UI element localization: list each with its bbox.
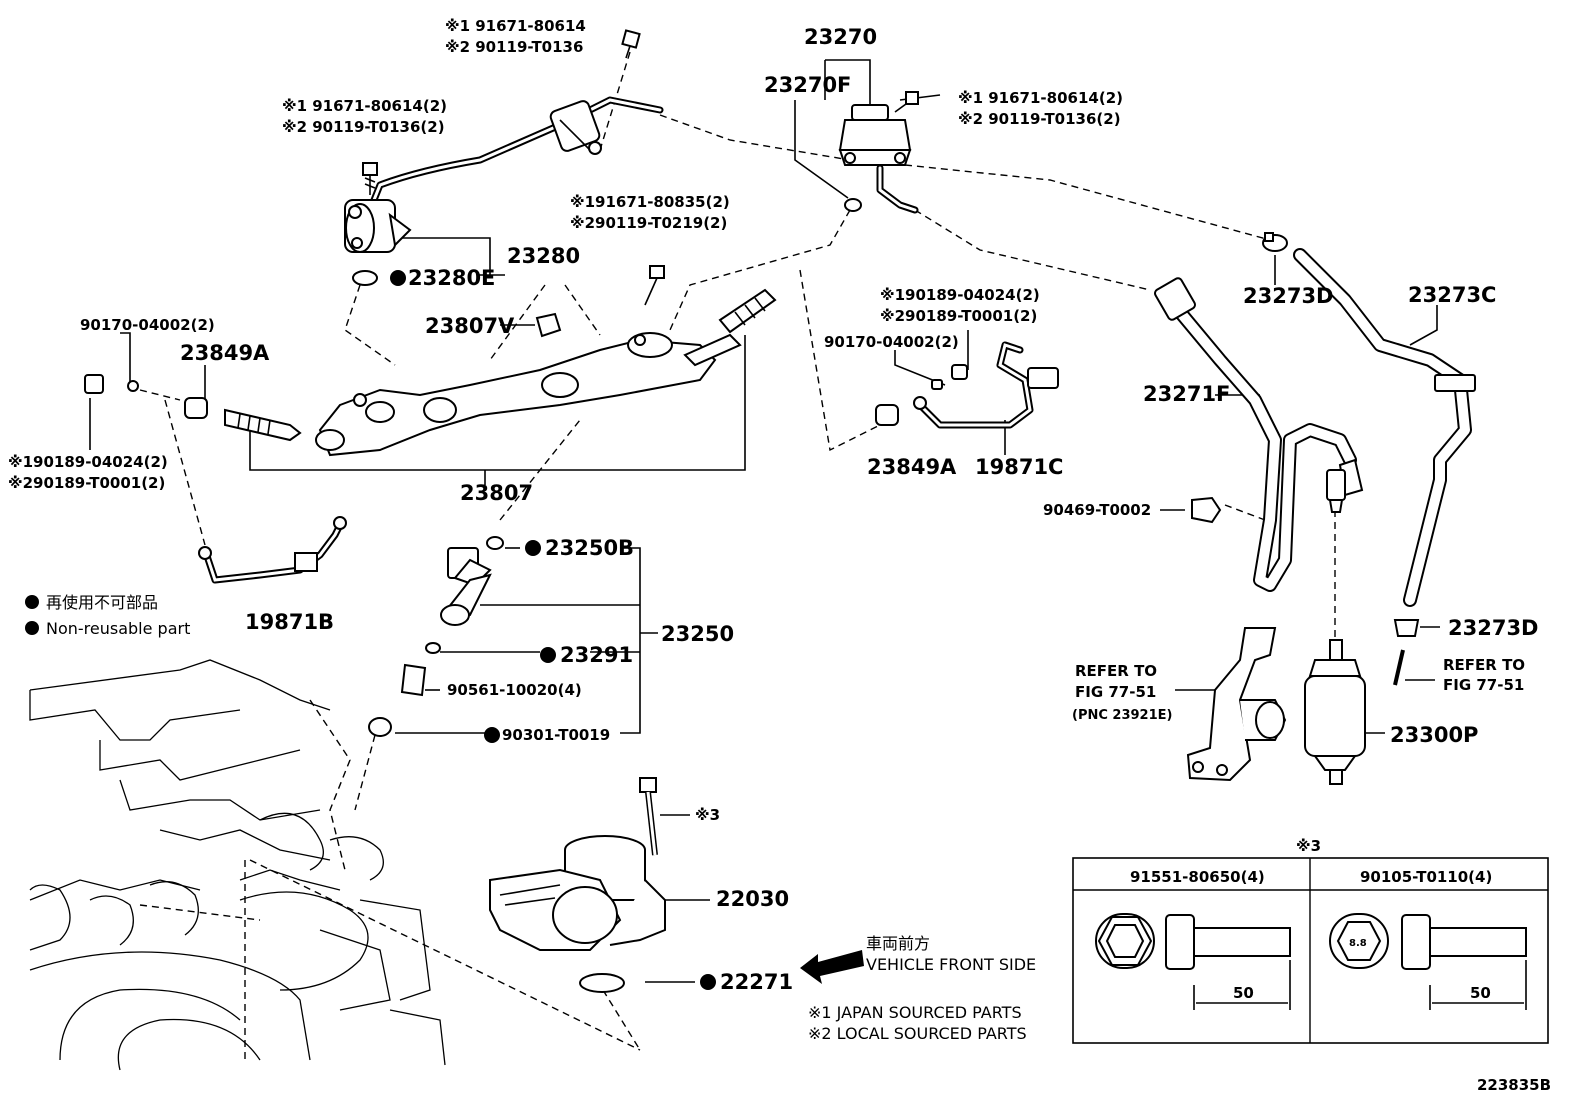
label-23273C: 23273C — [1408, 283, 1496, 307]
label-bolt-23270-local: ※2 90119-T0136(2) — [958, 110, 1121, 128]
nonreusable-bullet-23280E — [390, 270, 406, 286]
label-23849A-left: 23849A — [180, 341, 270, 365]
label-refer2-a: REFER TO — [1443, 656, 1525, 674]
label-90170-right: 90170-04002(2) — [824, 333, 959, 351]
fuel-return-pipe — [366, 96, 664, 214]
table-col1-part: 91551-80650(4) — [1130, 868, 1265, 886]
label-23273D-bottom: 23273D — [1448, 616, 1539, 640]
injector-23250 — [368, 536, 504, 737]
label-mark3-bolt: ※3 — [695, 806, 720, 824]
nonreusable-bullet-23250B — [525, 540, 541, 556]
table-col2-part: 90105-T0110(4) — [1360, 868, 1492, 886]
label-bolt-top-jp: ※1 91671-80614 — [445, 17, 586, 35]
label-bolt-rail-local: ※290119-T0219(2) — [570, 214, 727, 232]
legend-text-jp: 再使用不可部品 — [46, 593, 158, 612]
label-23291: 23291 — [560, 643, 633, 667]
label-bolt-regulator-local: ※2 90119-T0136(2) — [282, 118, 445, 136]
front-text-en: VEHICLE FRONT SIDE — [866, 955, 1036, 974]
hose-clamp-23273D-top — [1262, 232, 1288, 252]
label-90469-T0002: 90469-T0002 — [1043, 501, 1151, 519]
leader-lines — [89, 51, 1440, 1051]
left-sensor-group — [84, 374, 302, 442]
diagram-id: 223835B — [1477, 1076, 1551, 1094]
table-header-mark3: ※3 — [1296, 837, 1321, 855]
note-local-sourced: ※2 LOCAL SOURCED PARTS — [808, 1024, 1027, 1043]
label-23250B: 23250B — [545, 536, 634, 560]
label-refer1-pnc: (PNC 23921E) — [1072, 708, 1172, 723]
sensor-19871B — [198, 516, 347, 584]
nonreusable-bullet-23291 — [540, 647, 556, 663]
hose-clamp-23273D-bottom — [1393, 619, 1420, 686]
label-23280E: 23280E — [408, 266, 495, 290]
fuel-hose-23273C — [1293, 248, 1476, 607]
label-bolt-rail-jp: ※191671-80835(2) — [570, 193, 730, 211]
label-23271F: 23271F — [1143, 382, 1230, 406]
fuel-rail-23807 — [315, 265, 777, 457]
legend-bullet-icon-jp — [25, 595, 39, 609]
nonreusable-bullet-90301 — [484, 727, 500, 743]
label-22271: 22271 — [720, 970, 793, 994]
pressure-regulator-23280 — [344, 162, 412, 286]
legend-bullet-icon-en — [25, 621, 39, 635]
label-bolt-regulator-jp: ※1 91671-80614(2) — [282, 97, 447, 115]
label-23270: 23270 — [804, 25, 877, 49]
label-22030: 22030 — [716, 887, 789, 911]
pressure-regulator-23270 — [838, 91, 919, 214]
throttle-body-22030 — [489, 777, 666, 993]
label-90170-left: 90170-04002(2) — [80, 316, 215, 334]
label-refer1-a: REFER TO — [1075, 662, 1157, 680]
label-refer1-b: FIG 77-51 — [1075, 683, 1156, 701]
front-text-jp: 車両前方 — [866, 934, 930, 953]
label-19871C: 19871C — [975, 455, 1063, 479]
label-bolt-23270-jp: ※1 91671-80614(2) — [958, 89, 1123, 107]
label-23300P: 23300P — [1390, 723, 1478, 747]
label-23807: 23807 — [460, 481, 533, 505]
fuel-filter-23300P — [1304, 469, 1366, 785]
label-23273D-top: 23273D — [1243, 284, 1334, 308]
label-sensor-right-jp: ※190189-04024(2) — [880, 286, 1040, 304]
sensor-19871C — [875, 341, 1059, 429]
table-col2-dim: 50 — [1470, 984, 1491, 1002]
note-japan-sourced: ※1 JAPAN SOURCED PARTS — [808, 1003, 1022, 1022]
label-refer2-b: FIG 77-51 — [1443, 676, 1524, 694]
label-23280: 23280 — [507, 244, 580, 268]
label-23807V: 23807V — [425, 314, 515, 338]
label-sensor-left-local: ※290189-T0001(2) — [8, 474, 165, 492]
bolt-91671-80614-top — [621, 29, 641, 59]
nonreusable-bullet-22271 — [700, 974, 716, 990]
legend-text-en: Non-reusable part — [46, 619, 190, 638]
bolt-table — [1072, 857, 1549, 1044]
label-90301-T0019: 90301-T0019 — [502, 726, 610, 744]
front-arrow-icon — [800, 950, 864, 984]
label-sensor-right-local: ※290189-T0001(2) — [880, 307, 1037, 325]
filter-bracket — [1186, 627, 1287, 782]
label-sensor-left-jp: ※190189-04024(2) — [8, 453, 168, 471]
table-bolt-grade: 8.8 — [1349, 938, 1367, 949]
label-bolt-top-local: ※2 90119-T0136 — [445, 38, 583, 56]
clip-90469-T0002 — [1191, 496, 1222, 524]
label-23250: 23250 — [661, 622, 734, 646]
engine-block-outline — [29, 659, 641, 1071]
fuel-hose-23271F — [1153, 277, 1364, 592]
label-23849A-right: 23849A — [867, 455, 957, 479]
label-23270F: 23270F — [764, 73, 851, 97]
label-19871B: 19871B — [245, 610, 334, 634]
label-90561-10020: 90561-10020(4) — [447, 681, 582, 699]
table-col1-dim: 50 — [1233, 984, 1254, 1002]
